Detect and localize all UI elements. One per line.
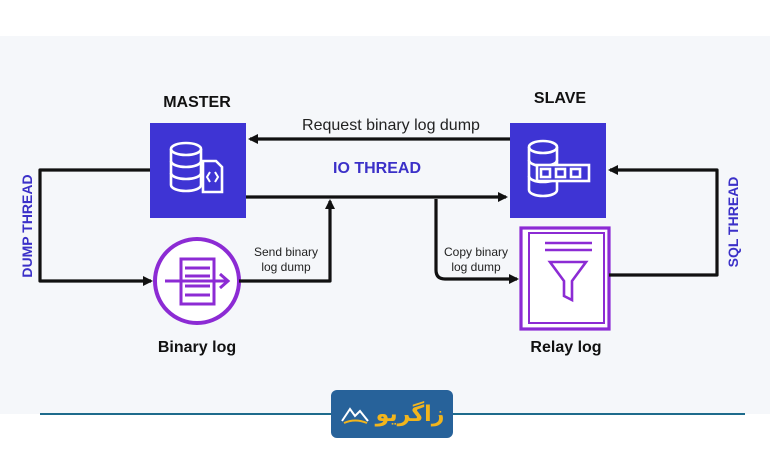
dump-thread-label: DUMP THREAD xyxy=(19,174,35,277)
dump-thread-arrow xyxy=(38,168,153,286)
copy-label-line2: log dump xyxy=(451,260,501,274)
request-label: Request binary log dump xyxy=(302,117,480,134)
brand-logo[interactable]: زاگریو xyxy=(331,390,453,438)
copy-binary-log-arrow xyxy=(434,199,519,284)
logo-mark-icon xyxy=(340,407,369,424)
send-label-line2: log dump xyxy=(261,260,311,274)
diagram-background xyxy=(0,36,770,414)
sql-thread-label: SQL THREAD xyxy=(725,177,741,268)
database-cluster-icon xyxy=(527,139,591,198)
relay-log-node xyxy=(519,226,611,331)
relay-log-funnel-icon xyxy=(545,241,592,303)
io-thread-label: IO THREAD xyxy=(333,160,421,177)
slave-label: SLAVE xyxy=(534,90,586,107)
master-label: MASTER xyxy=(163,94,231,111)
master-node xyxy=(150,123,246,218)
binary-log-label: Binary log xyxy=(158,339,236,356)
send-binary-log-arrow xyxy=(239,199,335,283)
database-document-icon xyxy=(169,141,224,194)
binary-log-icon xyxy=(165,257,231,306)
copy-label-line1: Copy binary xyxy=(444,245,508,259)
binary-log-node xyxy=(153,237,241,325)
slave-node xyxy=(510,123,606,218)
relay-log-label: Relay log xyxy=(530,339,601,356)
logo-text: زاگریو xyxy=(375,401,445,427)
send-label-line1: Send binary xyxy=(254,245,318,259)
sql-thread-arrow xyxy=(608,165,719,277)
